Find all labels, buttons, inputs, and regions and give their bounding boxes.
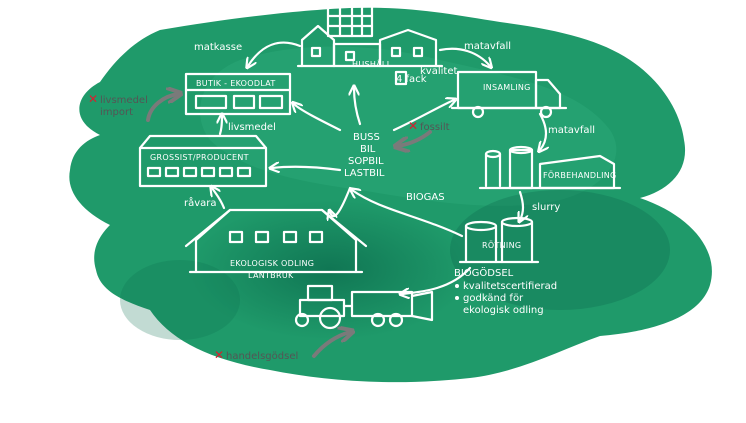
garbage-truck-icon (450, 70, 568, 119)
excluded-handelsgodsel-label: handelsgödsel (226, 351, 298, 362)
rotning-label: RÖTNING (482, 240, 521, 250)
x-mark-icon: ✕ (88, 92, 98, 106)
biogodsel-bullet-1: kvalitetscertifierad (463, 281, 557, 292)
house-cluster-icon (296, 4, 444, 86)
flow-matkasse: matkasse (194, 42, 242, 53)
tractor-spreader-icon (294, 284, 434, 330)
center-label-sopbil: SOPBIL (348, 156, 384, 167)
flow-livsmedel: livsmedel (228, 122, 276, 133)
lantbruk-label-1: EKOLOGISK ODLING (230, 259, 314, 268)
shop-icon (184, 72, 292, 116)
flow-labels: matkasse matavfall kvalitet 4 fack matav… (184, 41, 595, 213)
hushall-node: HUSHÅLL (296, 4, 444, 86)
flow-slurry: slurry (532, 202, 560, 213)
rotning-node: RÖTNING (458, 216, 540, 264)
flow-matavfall-1: matavfall (464, 41, 511, 52)
center-label-bil: BIL (360, 144, 376, 155)
lantbruk-node: EKOLOGISK ODLING LANTBRUK (184, 208, 368, 280)
forbehandling-label: FÖRBEHANDLING (543, 170, 617, 180)
hushall-label: HUSHÅLL (352, 58, 392, 69)
excluded-import-label: import (100, 107, 133, 118)
excluded-livsmedel-import: ✕ livsmedel import (88, 92, 178, 122)
center-label-buss: BUSS (353, 132, 380, 143)
biogodsel-info: BIOGÖDSEL kvalitetscertifierad godkänd f… (454, 266, 557, 316)
biogodsel-title: BIOGÖDSEL (454, 266, 514, 279)
excluded-handelsgodsel: ✕ handelsgödsel (214, 332, 350, 362)
x-mark-icon: ✕ (408, 119, 418, 133)
excluded-fossilt: ✕ fossilt (398, 119, 450, 146)
grossist-node: GROSSIST/PRODUCENT (138, 134, 268, 188)
flow-arrows (212, 41, 546, 294)
flow-biogas: BIOGAS (406, 192, 445, 203)
flow-kvalitet: kvalitet (420, 66, 457, 77)
warehouse-icon (138, 134, 268, 188)
forbehandling-node: FÖRBEHANDLING (478, 145, 622, 190)
flow-4-fack: 4 fack (396, 74, 427, 85)
flow-ravara: råvara (184, 196, 217, 209)
butik-label: BUTIK - EKOODLAT (196, 79, 276, 88)
flow-matavfall-2: matavfall (548, 125, 595, 136)
bullet-dot (455, 284, 459, 288)
x-mark-icon: ✕ (214, 348, 224, 362)
center-label-lastbil: LASTBIL (344, 168, 385, 179)
insamling-label: INSAMLING (483, 83, 531, 92)
insamling-node: INSAMLING (450, 70, 568, 119)
vehicles-center: BUSS BIL SOPBIL LASTBIL (344, 132, 385, 179)
digester-tanks-icon (458, 216, 540, 264)
excluded-fossilt-label: fossilt (420, 122, 450, 133)
silo-shed-icon (478, 145, 622, 190)
excluded-livsmedel-label: livsmedel (100, 95, 148, 106)
lantbruk-label-2: LANTBRUK (248, 271, 294, 280)
grossist-label: GROSSIST/PRODUCENT (150, 153, 249, 162)
biogodsel-bullet-3: ekologisk odling (463, 305, 544, 316)
butik-node: BUTIK - EKOODLAT (184, 72, 292, 116)
biogodsel-bullet-2: godkänd för (463, 293, 524, 304)
bullet-dot (455, 296, 459, 300)
